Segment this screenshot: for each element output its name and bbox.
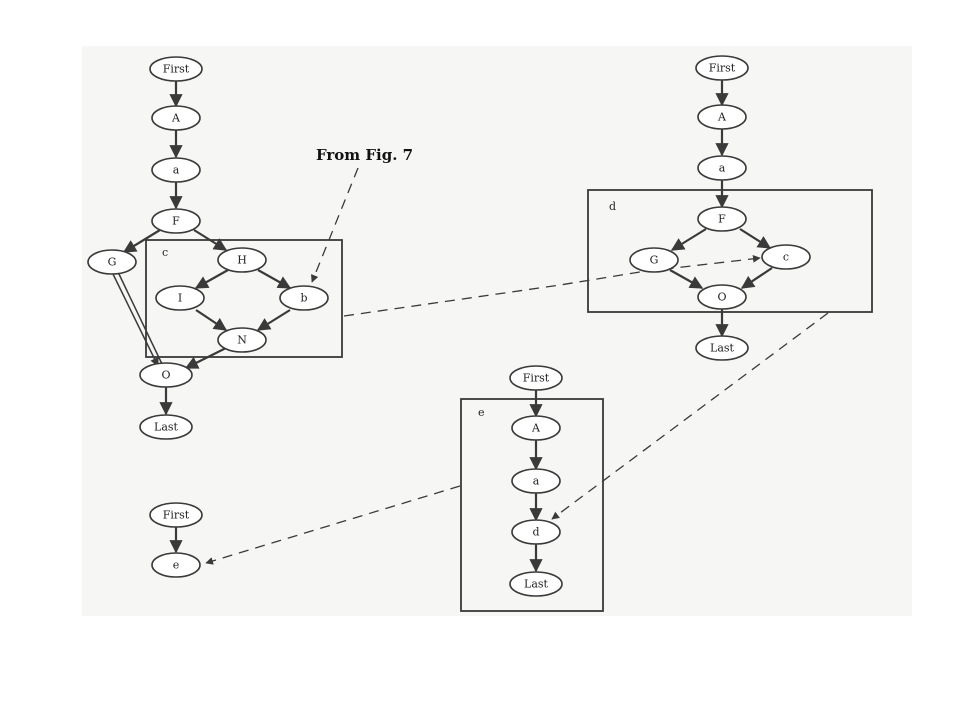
node-g3-last: Last	[509, 571, 563, 597]
svg-text:First: First	[163, 63, 190, 76]
scanned-page	[82, 46, 912, 616]
edge-g2-c-O	[740, 267, 773, 289]
svg-text:Last: Last	[524, 578, 549, 591]
edge-g2-F-c	[739, 228, 772, 249]
svg-text:O: O	[717, 291, 726, 304]
svg-text:d: d	[532, 526, 539, 539]
node-g3-a: a	[511, 468, 561, 494]
node-g2-a: a	[697, 155, 747, 181]
node-g1-F: F	[151, 208, 201, 234]
edge-g1-G-O-2	[117, 271, 163, 365]
link-box-c-to-c	[343, 254, 761, 317]
svg-text:I: I	[178, 292, 182, 305]
node-g1-N: N	[217, 327, 267, 353]
box-e-label: e	[478, 406, 485, 419]
svg-text:F: F	[172, 215, 180, 228]
box-c	[145, 239, 343, 358]
node-g4-first: First	[149, 502, 203, 528]
svg-text:First: First	[163, 509, 190, 522]
svg-text:G: G	[650, 254, 659, 267]
node-g2-G: G	[629, 247, 679, 273]
node-g1-last: Last	[139, 414, 193, 440]
edge-g1-G-O	[111, 271, 159, 367]
svg-text:e: e	[173, 559, 180, 572]
svg-text:First: First	[709, 62, 736, 75]
box-d-label: d	[609, 200, 616, 213]
svg-text:A: A	[531, 422, 541, 435]
svg-text:O: O	[161, 369, 170, 382]
svg-text:A: A	[171, 112, 181, 125]
svg-text:b: b	[300, 292, 307, 305]
node-g1-I: I	[155, 285, 205, 311]
svg-text:F: F	[718, 213, 726, 226]
svg-text:G: G	[108, 256, 117, 269]
node-g2-first: First	[695, 55, 749, 81]
edge-g1-H-b	[257, 269, 292, 289]
edge-g1-I-N	[195, 309, 228, 331]
node-g3-A: A	[511, 415, 561, 441]
node-g1-b: b	[279, 285, 329, 311]
node-g1-a: a	[151, 157, 201, 183]
node-g1-H: H	[217, 247, 267, 273]
box-d	[587, 189, 873, 313]
node-g3-first: First	[509, 365, 563, 391]
node-g3-d: d	[511, 519, 561, 545]
box-e	[460, 398, 604, 612]
svg-text:N: N	[237, 334, 247, 347]
edge-g2-G-O	[669, 269, 704, 289]
node-g2-O: O	[697, 284, 747, 310]
edge-g1-F-H	[193, 229, 228, 251]
node-g1-A: A	[151, 105, 201, 131]
svg-text:First: First	[523, 372, 550, 385]
caption-pointer	[311, 167, 359, 283]
node-g1-first: First	[149, 56, 203, 82]
node-g2-F: F	[697, 206, 747, 232]
edge-g1-F-G	[122, 229, 161, 253]
svg-text:H: H	[237, 254, 247, 267]
svg-text:A: A	[717, 111, 727, 124]
edge-g1-N-O	[184, 347, 227, 369]
link-box-d-to-d	[551, 312, 829, 520]
node-g2-last: Last	[695, 335, 749, 361]
link-box-e-to-e	[205, 485, 461, 565]
svg-text:a: a	[533, 475, 540, 488]
node-g1-O: O	[139, 362, 193, 388]
edge-g1-H-I	[194, 269, 229, 289]
svg-text:c: c	[783, 251, 789, 264]
svg-text:a: a	[719, 162, 726, 175]
caption-from-fig-7: From Fig. 7	[316, 146, 413, 164]
node-g4-e: e	[151, 552, 201, 578]
node-g1-G: G	[87, 249, 137, 275]
svg-text:Last: Last	[154, 421, 179, 434]
svg-text:Last: Last	[710, 342, 735, 355]
node-g2-A: A	[697, 104, 747, 130]
edge-g1-b-N	[256, 309, 291, 331]
node-g2-c: c	[761, 244, 811, 270]
box-c-label: c	[162, 246, 168, 259]
edge-g2-F-G	[670, 228, 707, 251]
svg-text:a: a	[173, 164, 180, 177]
